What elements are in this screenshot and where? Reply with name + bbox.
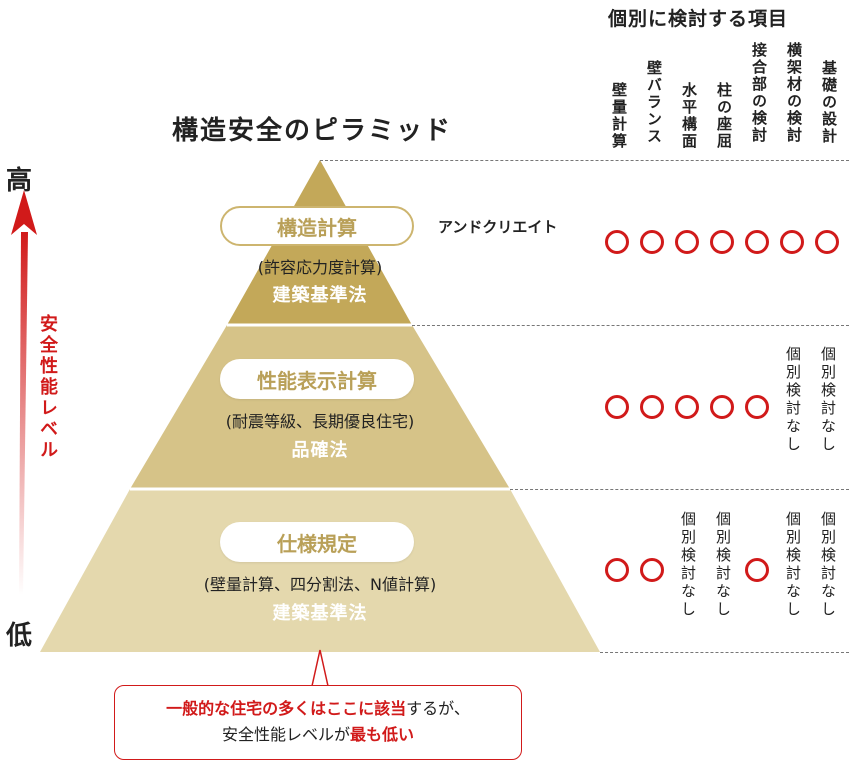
row-separator	[320, 160, 849, 161]
check-circle-icon	[605, 395, 629, 419]
check-circle-icon	[815, 230, 839, 254]
callout-emphasis: 最も低い	[350, 725, 415, 744]
column-header-horizontal-diaphragm: 水平構面	[680, 82, 698, 150]
column-header-beam-check: 横架材の検討	[785, 42, 803, 144]
check-circle-icon	[640, 395, 664, 419]
tier-law-performance-calculation: 品確法	[291, 440, 349, 461]
tier-label-specification-rules: 仕様規定	[220, 522, 414, 562]
company-label: アンドクリエイト	[438, 218, 558, 236]
not-checked-note: 個別検討なし	[819, 346, 837, 454]
not-checked-note: 個別検討なし	[784, 346, 802, 454]
column-header-foundation-design: 基礎の設計	[820, 60, 838, 145]
check-circle-icon	[605, 558, 629, 582]
callout-text: するが、	[406, 699, 470, 718]
not-checked-note: 個別検討なし	[714, 511, 732, 619]
check-circle-icon	[745, 230, 769, 254]
check-circle-icon	[780, 230, 804, 254]
check-circle-icon	[675, 395, 699, 419]
row-separator	[412, 325, 849, 326]
pyramid-tier-middle	[130, 325, 510, 489]
callout-pointer	[311, 649, 329, 687]
not-checked-note: 個別検討なし	[819, 511, 837, 619]
pyramid-title: 構造安全のピラミッド	[172, 116, 453, 146]
column-header-wall-quantity: 壁量計算	[610, 82, 628, 150]
arrowhead-icon	[11, 190, 37, 235]
check-circle-icon	[640, 558, 664, 582]
callout-box: 一般的な住宅の多くはここに該当するが、 安全性能レベルが最も低い	[114, 685, 522, 760]
callout-text: 安全性能レベルが	[221, 725, 350, 744]
check-circle-icon	[710, 395, 734, 419]
tier-sub-specification-rules: (壁量計算、四分割法、N値計算)	[203, 575, 437, 594]
tier-law-structural-calculation: 建築基準法	[272, 285, 368, 306]
tier-label-structural-calculation: 構造計算	[220, 206, 414, 246]
pyramid-tier-bottom	[40, 489, 600, 652]
column-header-wall-balance: 壁バランス	[645, 60, 663, 145]
check-circle-icon	[675, 230, 699, 254]
axis-low-label: 低	[6, 621, 33, 651]
check-circle-icon	[605, 230, 629, 254]
row-separator	[510, 489, 849, 490]
not-checked-note: 個別検討なし	[784, 511, 802, 619]
column-header-joint-check: 接合部の検討	[750, 42, 768, 144]
axis-high-label: 高	[6, 166, 33, 196]
callout-line-2: 安全性能レベルが最も低い	[115, 722, 521, 748]
check-circle-icon	[710, 230, 734, 254]
tier-label-performance-calculation: 性能表示計算	[220, 359, 414, 399]
callout-line-1: 一般的な住宅の多くはここに該当するが、	[115, 696, 521, 722]
check-circle-icon	[640, 230, 664, 254]
tier-sub-structural-calculation: (許容応力度計算)	[257, 258, 383, 277]
not-checked-note: 個別検討なし	[679, 511, 697, 619]
axis-label: 安全性能レベル	[37, 314, 58, 461]
columns-header: 個別に検討する項目	[608, 8, 789, 30]
callout-emphasis: 一般的な住宅の多くはここに該当	[166, 699, 407, 718]
check-circle-icon	[745, 395, 769, 419]
row-separator	[600, 652, 849, 653]
up-arrow-icon	[19, 232, 28, 595]
check-circle-icon	[745, 558, 769, 582]
tier-sub-performance-calculation: (耐震等級、長期優良住宅)	[225, 412, 415, 431]
column-header-column-buckling: 柱の座屈	[715, 82, 733, 150]
tier-law-specification-rules: 建築基準法	[272, 603, 368, 624]
